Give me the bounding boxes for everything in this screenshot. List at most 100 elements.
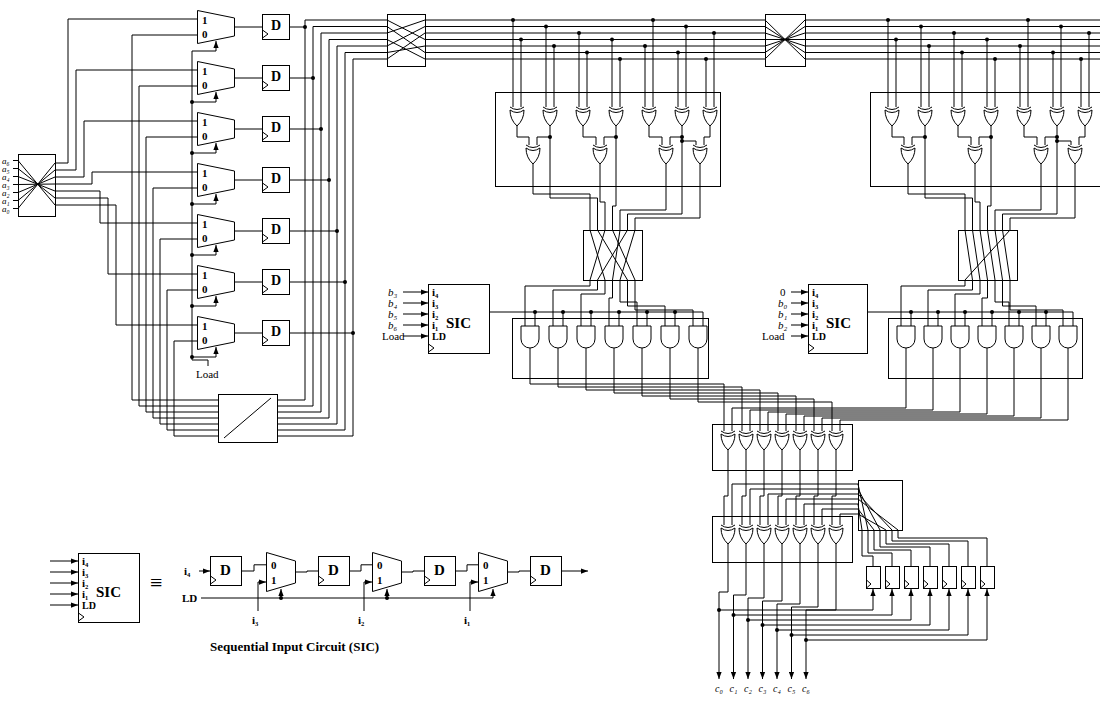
signal-label: i₁ <box>464 614 470 626</box>
xor-gate-arc <box>885 107 899 110</box>
wire <box>604 126 616 145</box>
signal-label: Load <box>196 368 219 380</box>
wire <box>732 484 858 525</box>
xor-gate-arc <box>721 525 735 528</box>
signal-label: b₆ <box>388 319 397 331</box>
wire <box>201 589 493 598</box>
pin-label: i₁ <box>432 319 438 331</box>
wire <box>892 530 968 566</box>
d-flip-flop: D <box>262 14 290 40</box>
junction-dot <box>684 25 688 29</box>
xor-gate <box>775 434 789 450</box>
wire <box>929 46 930 107</box>
mux-input-label: 1 <box>202 116 208 128</box>
wire <box>50 572 78 573</box>
signal-connector <box>235 231 262 232</box>
xor-gate-arc <box>1068 145 1082 148</box>
wire <box>13 168 18 169</box>
mux-outline <box>373 553 402 592</box>
xor-gate <box>757 434 771 450</box>
junction-dot <box>960 51 964 55</box>
wire <box>521 40 522 108</box>
wire <box>277 20 387 400</box>
wire <box>364 582 372 611</box>
mux-input-label: 1 <box>202 320 208 332</box>
permutation-line <box>590 230 605 280</box>
wire <box>768 348 960 431</box>
wire <box>563 312 564 326</box>
wire <box>704 126 710 145</box>
xor-gate <box>693 148 707 164</box>
and-gate <box>521 326 539 348</box>
xor-gate-arc <box>1078 107 1092 110</box>
wire <box>805 46 1100 47</box>
xor-gate <box>609 110 623 126</box>
mux-input-label: 1 <box>202 269 208 281</box>
xor-gate <box>757 528 771 544</box>
multiplexer: 10 <box>197 265 235 299</box>
junction-dot <box>1055 135 1059 139</box>
wire <box>199 571 210 572</box>
wire <box>649 126 662 145</box>
wire <box>734 544 747 679</box>
wire <box>832 450 836 525</box>
d-flip-flop: D <box>424 556 456 586</box>
wire <box>805 39 1100 40</box>
xor-gate <box>793 528 807 544</box>
wire <box>277 59 387 436</box>
wire <box>1020 46 1021 107</box>
wire <box>786 348 987 431</box>
and-gate <box>605 326 623 348</box>
wire <box>1010 280 1063 326</box>
wire <box>403 336 428 337</box>
signal-label: ≡ <box>150 571 162 594</box>
wire <box>1024 126 1037 145</box>
permutation-line <box>620 230 635 280</box>
wire <box>533 164 590 230</box>
wire <box>670 348 814 431</box>
wire <box>791 325 808 326</box>
wire <box>748 589 911 620</box>
wire <box>587 53 588 108</box>
and-gate <box>549 326 567 348</box>
mux-outline <box>479 553 508 592</box>
box-outline <box>809 285 868 354</box>
wire <box>277 27 387 407</box>
and-gate <box>689 326 707 348</box>
junction-dot <box>190 253 194 257</box>
wire <box>620 59 621 107</box>
xor-gate <box>1068 148 1082 164</box>
wire <box>1057 137 1071 145</box>
wire <box>804 348 1014 431</box>
permutation-line <box>387 46 425 53</box>
wire <box>763 589 931 625</box>
junction-dot <box>717 608 721 612</box>
box-outline <box>319 557 350 586</box>
junction-dot <box>952 31 956 35</box>
signal-label: c₄ <box>773 683 781 694</box>
wire <box>786 499 858 525</box>
wire <box>724 450 728 525</box>
flip-flop-label: D <box>271 69 281 84</box>
wire <box>1089 33 1090 107</box>
wire <box>995 164 1041 230</box>
wire <box>614 348 778 431</box>
permutation-box <box>859 481 903 531</box>
multiplexer: 01 <box>478 552 508 592</box>
wire <box>938 312 939 326</box>
permutation-box <box>959 231 1018 281</box>
wire <box>277 40 387 419</box>
and-gate <box>661 326 679 348</box>
wire <box>55 205 197 325</box>
junction-dot <box>552 44 556 48</box>
signal-label: c₁ <box>730 683 738 694</box>
xor-gate-arc <box>918 107 932 110</box>
xor-gate-arc <box>576 107 590 110</box>
clock-triangle <box>263 132 269 140</box>
junction-dot <box>577 31 581 35</box>
wire <box>55 198 197 274</box>
wire <box>50 561 78 562</box>
permutation-line <box>858 489 880 530</box>
wire <box>792 589 969 635</box>
box-outline <box>211 557 242 586</box>
